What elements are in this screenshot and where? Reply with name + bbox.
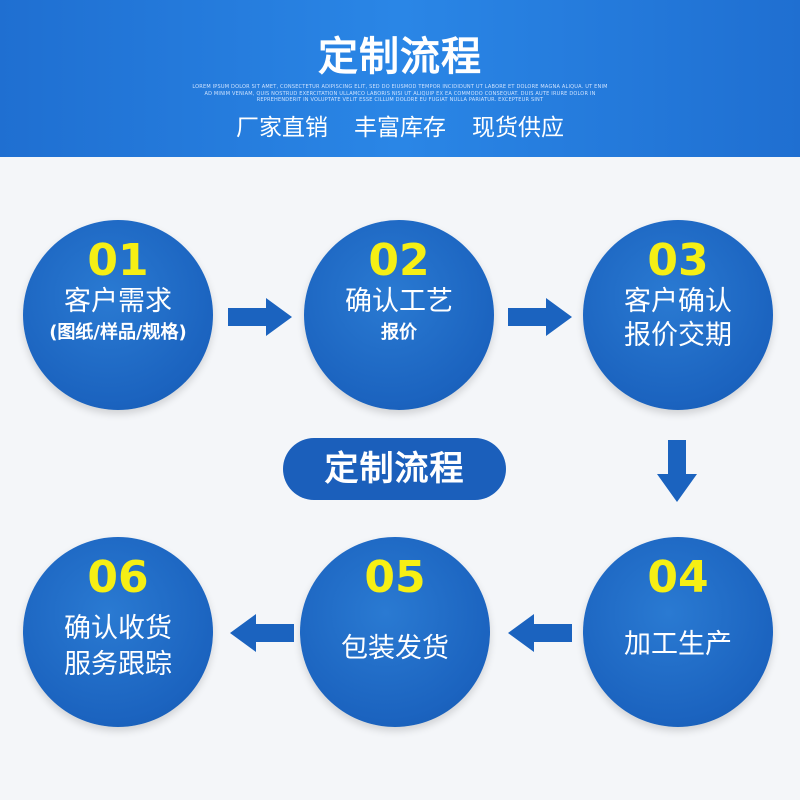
step-subtitle: (图纸/样品/规格) [49, 322, 187, 343]
banner-tags: 厂家直销 丰富库存 现货供应 [0, 108, 800, 142]
step-number: 01 [87, 235, 149, 286]
step-subtitle: 报价交期 [624, 320, 732, 351]
arrow-left-icon [230, 614, 294, 652]
step-title: 客户需求 [64, 286, 172, 317]
step-number: 06 [87, 552, 149, 603]
step-06-circle: 06 确认收货 服务跟踪 [23, 537, 213, 727]
step-title: 确认收货 [64, 613, 172, 644]
banner-tag: 丰富库存 [354, 115, 446, 141]
step-title: 包装发货 [341, 633, 449, 664]
header-banner: 定制流程 LOREM IPSUM DOLOR SIT AMET, CONSECT… [0, 0, 800, 157]
banner-tag: 现货供应 [472, 115, 564, 141]
step-02-circle: 02 确认工艺 报价 [304, 220, 494, 410]
banner-title: 定制流程 [318, 34, 482, 80]
step-title: 确认工艺 [345, 286, 453, 317]
step-number: 03 [647, 235, 709, 286]
banner-fine-print: LOREM IPSUM DOLOR SIT AMET, CONSECTETUR … [192, 84, 608, 103]
arrow-right-icon [228, 298, 292, 336]
arrow-down-icon [657, 440, 697, 502]
arrow-right-icon [508, 298, 572, 336]
step-number: 04 [647, 552, 709, 603]
arrow-left-icon [508, 614, 572, 652]
step-number: 02 [368, 235, 430, 286]
banner-tag: 厂家直销 [236, 115, 328, 141]
step-subtitle: 报价 [381, 322, 417, 343]
step-05-circle: 05 包装发货 [300, 537, 490, 727]
step-title: 加工生产 [624, 629, 732, 660]
step-title: 客户确认 [624, 286, 732, 317]
step-03-circle: 03 客户确认 报价交期 [583, 220, 773, 410]
step-04-circle: 04 加工生产 [583, 537, 773, 727]
step-subtitle: 服务跟踪 [64, 649, 172, 680]
step-number: 05 [364, 552, 426, 603]
process-label-pill: 定制流程 [283, 438, 506, 500]
step-01-circle: 01 客户需求 (图纸/样品/规格) [23, 220, 213, 410]
